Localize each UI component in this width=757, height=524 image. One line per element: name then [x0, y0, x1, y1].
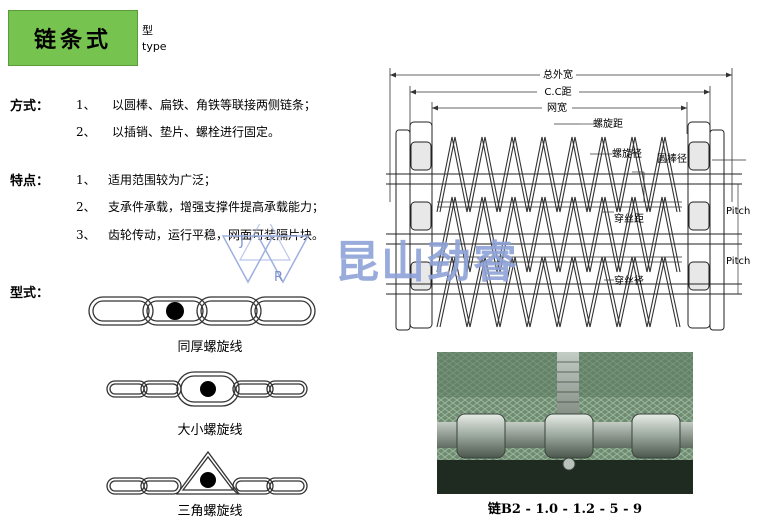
- same-thickness-spiral-illustration: [88, 296, 316, 326]
- spiral-dia-label: 螺旋径: [612, 147, 642, 160]
- pitch-lower-label: Pitch: [726, 256, 750, 267]
- large-small-spiral-illustration: [106, 371, 308, 407]
- pitch-upper-label: Pitch: [726, 206, 750, 217]
- same-thickness-spiral-caption: 同厚螺旋线: [177, 340, 243, 355]
- watermark-text: 昆山劲睿: [335, 237, 519, 288]
- watermark-logo: [221, 224, 310, 284]
- method-item-2-num: 2、: [76, 125, 96, 139]
- rod-dia-label: 圆棒径: [657, 152, 687, 165]
- cc-distance-label: C.C距: [544, 86, 571, 98]
- type-cn-label: 型: [142, 24, 153, 37]
- features-heading: 特点：: [10, 174, 50, 189]
- cross-dia-label: 穿丝径: [614, 274, 644, 287]
- triangle-spiral-caption: 三角螺旋线: [177, 504, 243, 519]
- page-title: 链条式: [33, 27, 112, 53]
- method-item-1-num: 1、: [76, 98, 96, 112]
- types-heading: 型式：: [10, 286, 50, 301]
- type-en-label: type: [142, 40, 167, 53]
- cross-pitch-label: 穿丝距: [614, 212, 644, 225]
- method-item-2-text: 以插销、垫片、螺栓进行固定。: [112, 125, 281, 139]
- title-box: 链条式: [8, 10, 138, 66]
- features-item-3-num: 3、: [76, 228, 96, 242]
- mesh-width-label: 网宽: [547, 101, 567, 114]
- chain-mesh-technical-diagram: 总外宽 C.C距 网宽: [386, 67, 750, 331]
- chain-mesh-photo: [437, 352, 693, 494]
- watermark-letter-r: R: [274, 270, 284, 285]
- photo-caption: 链B2 - 1.0 - 1.2 - 5 - 9: [487, 502, 643, 517]
- large-small-spiral-caption: 大小螺旋线: [177, 423, 243, 438]
- spiral-pitch-label: 螺旋距: [593, 117, 623, 130]
- features-item-3-text: 齿轮传动，运行平稳，网面可装隔片块。: [108, 228, 325, 242]
- features-item-2-num: 2、: [76, 200, 96, 214]
- method-item-1-text: 以圆棒、扁铁、角铁等联接两侧链条；: [112, 98, 317, 112]
- features-item-2-text: 支承件承载，增强支撑件提高承载能力；: [108, 200, 325, 214]
- features-item-1-num: 1、: [76, 173, 96, 187]
- overall-width-label: 总外宽: [543, 68, 573, 81]
- method-heading: 方式：: [10, 99, 50, 114]
- features-item-1-text: 适用范围较为广泛；: [108, 173, 217, 187]
- triangle-spiral-illustration: [106, 450, 308, 495]
- watermark-letter-j: J: [240, 234, 244, 249]
